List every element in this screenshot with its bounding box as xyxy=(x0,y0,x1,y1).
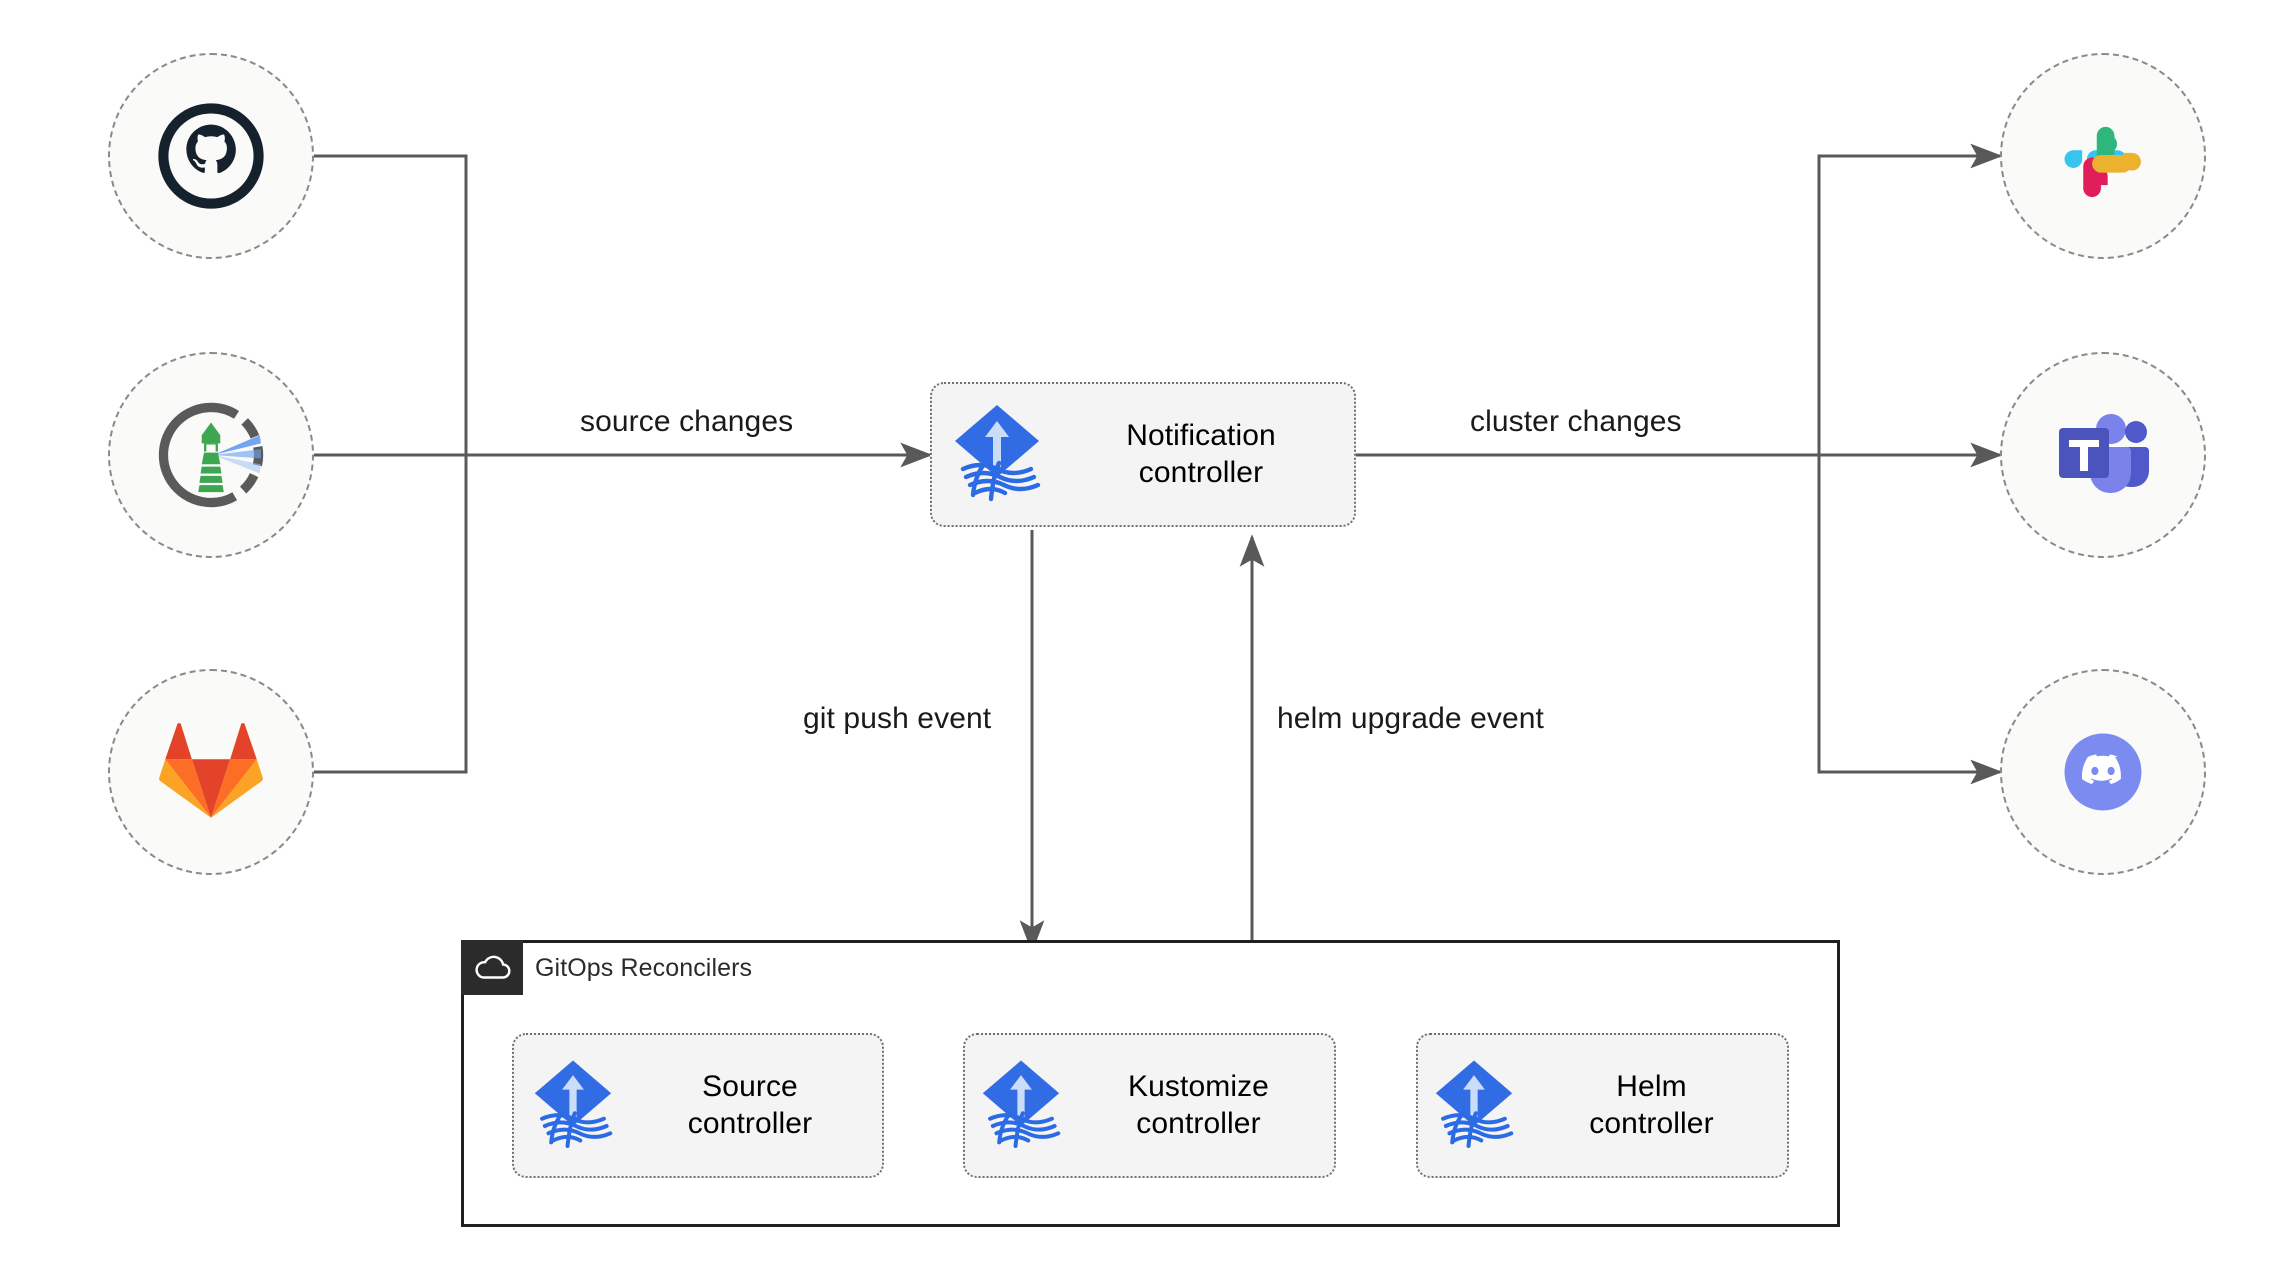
flux-icon xyxy=(932,403,1062,507)
notification-controller-label: Notification controller xyxy=(1126,418,1276,489)
edge-label-git-push-event: git push event xyxy=(803,702,992,735)
kustomize-controller-label: Kustomize controller xyxy=(1128,1069,1269,1140)
source-node-gitlab[interactable] xyxy=(108,669,314,875)
msteams-icon xyxy=(2051,407,2155,503)
source-node-gitea[interactable] xyxy=(108,352,314,558)
slack-icon xyxy=(2051,104,2155,208)
kustomize-controller-box[interactable]: Kustomize controller xyxy=(963,1033,1336,1178)
destination-node-slack[interactable] xyxy=(2000,53,2206,259)
source-controller-box[interactable]: Source controller xyxy=(512,1033,884,1178)
gitea-icon xyxy=(153,397,269,513)
cloud-icon xyxy=(461,940,523,995)
destination-node-discord[interactable] xyxy=(2000,669,2206,875)
helm-controller-label: Helm controller xyxy=(1589,1069,1714,1140)
source-node-github[interactable] xyxy=(108,53,314,259)
edge-label-source-changes: source changes xyxy=(580,405,794,438)
gitlab-icon xyxy=(157,722,265,822)
edge-label-cluster-changes: cluster changes xyxy=(1470,405,1682,438)
notification-controller-box[interactable]: Notification controller xyxy=(930,382,1356,527)
github-icon xyxy=(155,100,267,212)
edge-bus-to-slack xyxy=(1817,143,2003,455)
discord-icon xyxy=(2051,720,2155,824)
flux-icon xyxy=(514,1058,632,1154)
flux-icon xyxy=(1418,1058,1530,1154)
helm-controller-box[interactable]: Helm controller xyxy=(1416,1033,1789,1178)
edge-bus-to-discord xyxy=(1817,455,2003,785)
gitops-reconcilers-title: GitOps Reconcilers xyxy=(535,954,753,982)
source-controller-label: Source controller xyxy=(687,1069,813,1140)
edge-label-helm-upgrade-event: helm upgrade event xyxy=(1277,702,1544,735)
flux-icon xyxy=(965,1058,1077,1154)
destination-node-msteams[interactable] xyxy=(2000,352,2206,558)
